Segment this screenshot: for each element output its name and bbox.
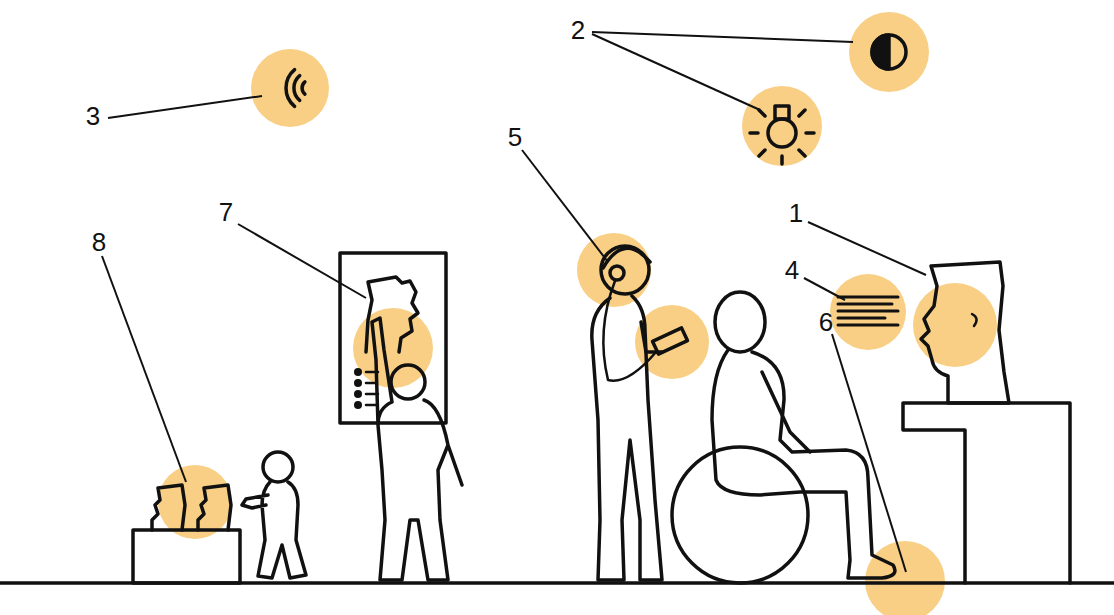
light-bulb-base xyxy=(775,106,789,119)
highlight-circle xyxy=(830,274,906,350)
callout-number: 5 xyxy=(508,124,522,150)
standing-person-head xyxy=(601,246,649,294)
child-head xyxy=(263,452,293,482)
highlight-circle xyxy=(158,465,232,539)
braille-dot xyxy=(354,368,362,376)
touch-table xyxy=(133,530,240,583)
contrast-icon xyxy=(872,35,906,69)
callout-number: 6 xyxy=(819,309,833,335)
adult-head xyxy=(391,365,425,399)
light-rays xyxy=(750,110,814,164)
highlight-circle xyxy=(251,49,329,127)
child-visitor xyxy=(242,482,306,578)
headphone-cup xyxy=(610,266,624,280)
audio-guide-device xyxy=(653,328,688,354)
text-icon xyxy=(838,297,898,325)
light-bulb-icon xyxy=(768,119,796,147)
braille-dot xyxy=(354,390,362,398)
callout-number: 7 xyxy=(219,199,233,225)
bust xyxy=(921,262,1009,403)
headphone-band xyxy=(603,248,650,268)
contrast-icon-half xyxy=(872,35,889,69)
braille-dot xyxy=(354,379,362,387)
headphone-cable xyxy=(603,281,656,381)
figures xyxy=(0,246,1114,583)
callout-number: 3 xyxy=(86,103,100,129)
leader-line xyxy=(522,150,608,262)
callout-number: 2 xyxy=(571,17,585,43)
braille-dot xyxy=(354,401,362,409)
leader-line xyxy=(808,222,926,275)
leader-line xyxy=(592,34,760,110)
highlight-circles xyxy=(158,12,997,615)
leader-line xyxy=(832,334,906,572)
leader-line xyxy=(592,32,853,42)
seated-person-head xyxy=(715,292,765,352)
callout-number: 4 xyxy=(785,257,799,283)
highlight-circle xyxy=(742,86,822,166)
bust-ear xyxy=(972,314,977,326)
pedestal xyxy=(903,403,1070,583)
wheelchair-wheel xyxy=(672,447,808,583)
sound-icon xyxy=(286,70,305,107)
touch-object-head xyxy=(198,485,231,530)
seated-person-arm xyxy=(762,372,810,452)
highlight-circle xyxy=(577,233,651,307)
callout-number: 8 xyxy=(92,229,106,255)
touch-object-head xyxy=(152,485,185,530)
leader-line xyxy=(108,96,262,118)
adult-visitor xyxy=(372,318,462,580)
highlight-circle xyxy=(849,12,929,92)
leader-line xyxy=(238,224,366,298)
callout-number: 1 xyxy=(789,200,803,226)
seated-person xyxy=(712,350,895,578)
braille-dots xyxy=(354,368,362,409)
leader-line xyxy=(102,256,186,482)
